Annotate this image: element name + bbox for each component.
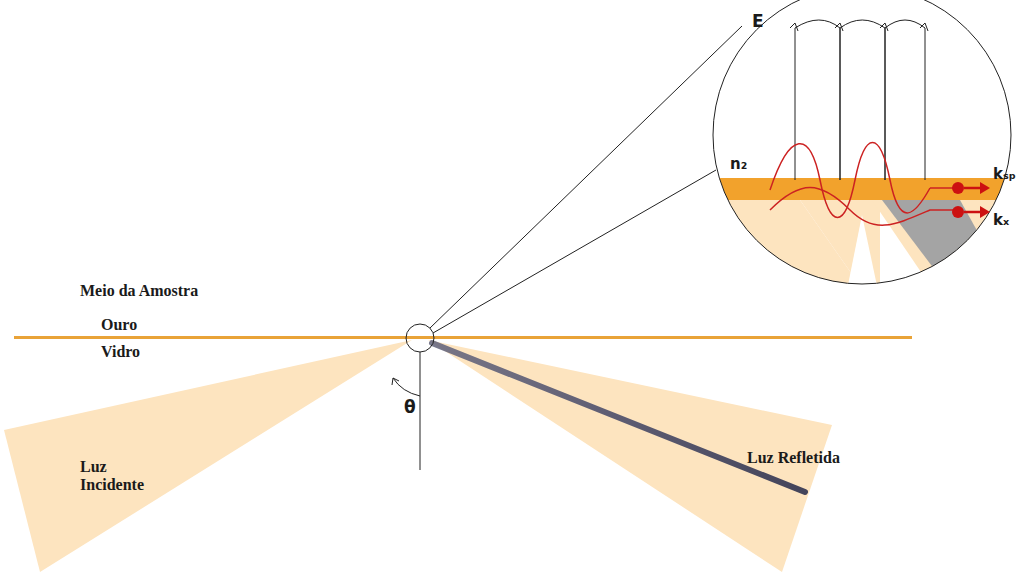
beam-label: Luz Incidente [80,458,170,495]
zoom-inset [700,0,1023,300]
wavevector-symbol: kₓ [993,212,1009,229]
arrow-head [980,182,990,194]
angle-symbol: θ [404,398,416,418]
incident-light [4,340,412,572]
field-symbol: E [752,12,764,32]
layer-label: Ouro [101,316,137,334]
wave-dot [952,182,964,194]
angle-arc [393,378,420,396]
zoom-spot [406,324,434,352]
arc-tick [392,378,399,385]
region-label: Meio da Amostra [80,282,198,300]
dark-reflection-band [432,343,805,492]
index-symbol: n₂ [730,156,747,173]
layer-label: Vidro [101,343,140,361]
ksp-arrow [964,187,980,190]
normal-line [420,352,421,470]
zoom-outline [713,0,1011,284]
kx-arrow [964,211,980,214]
zoom-leader [433,170,716,333]
beam-label: Luz Refletida [747,449,847,467]
arrow-head [980,206,990,218]
zoom-leader [430,26,742,328]
wavevector-symbol: kₛₚ [993,166,1016,183]
wave-dot [952,206,964,218]
gold-film [14,336,912,339]
